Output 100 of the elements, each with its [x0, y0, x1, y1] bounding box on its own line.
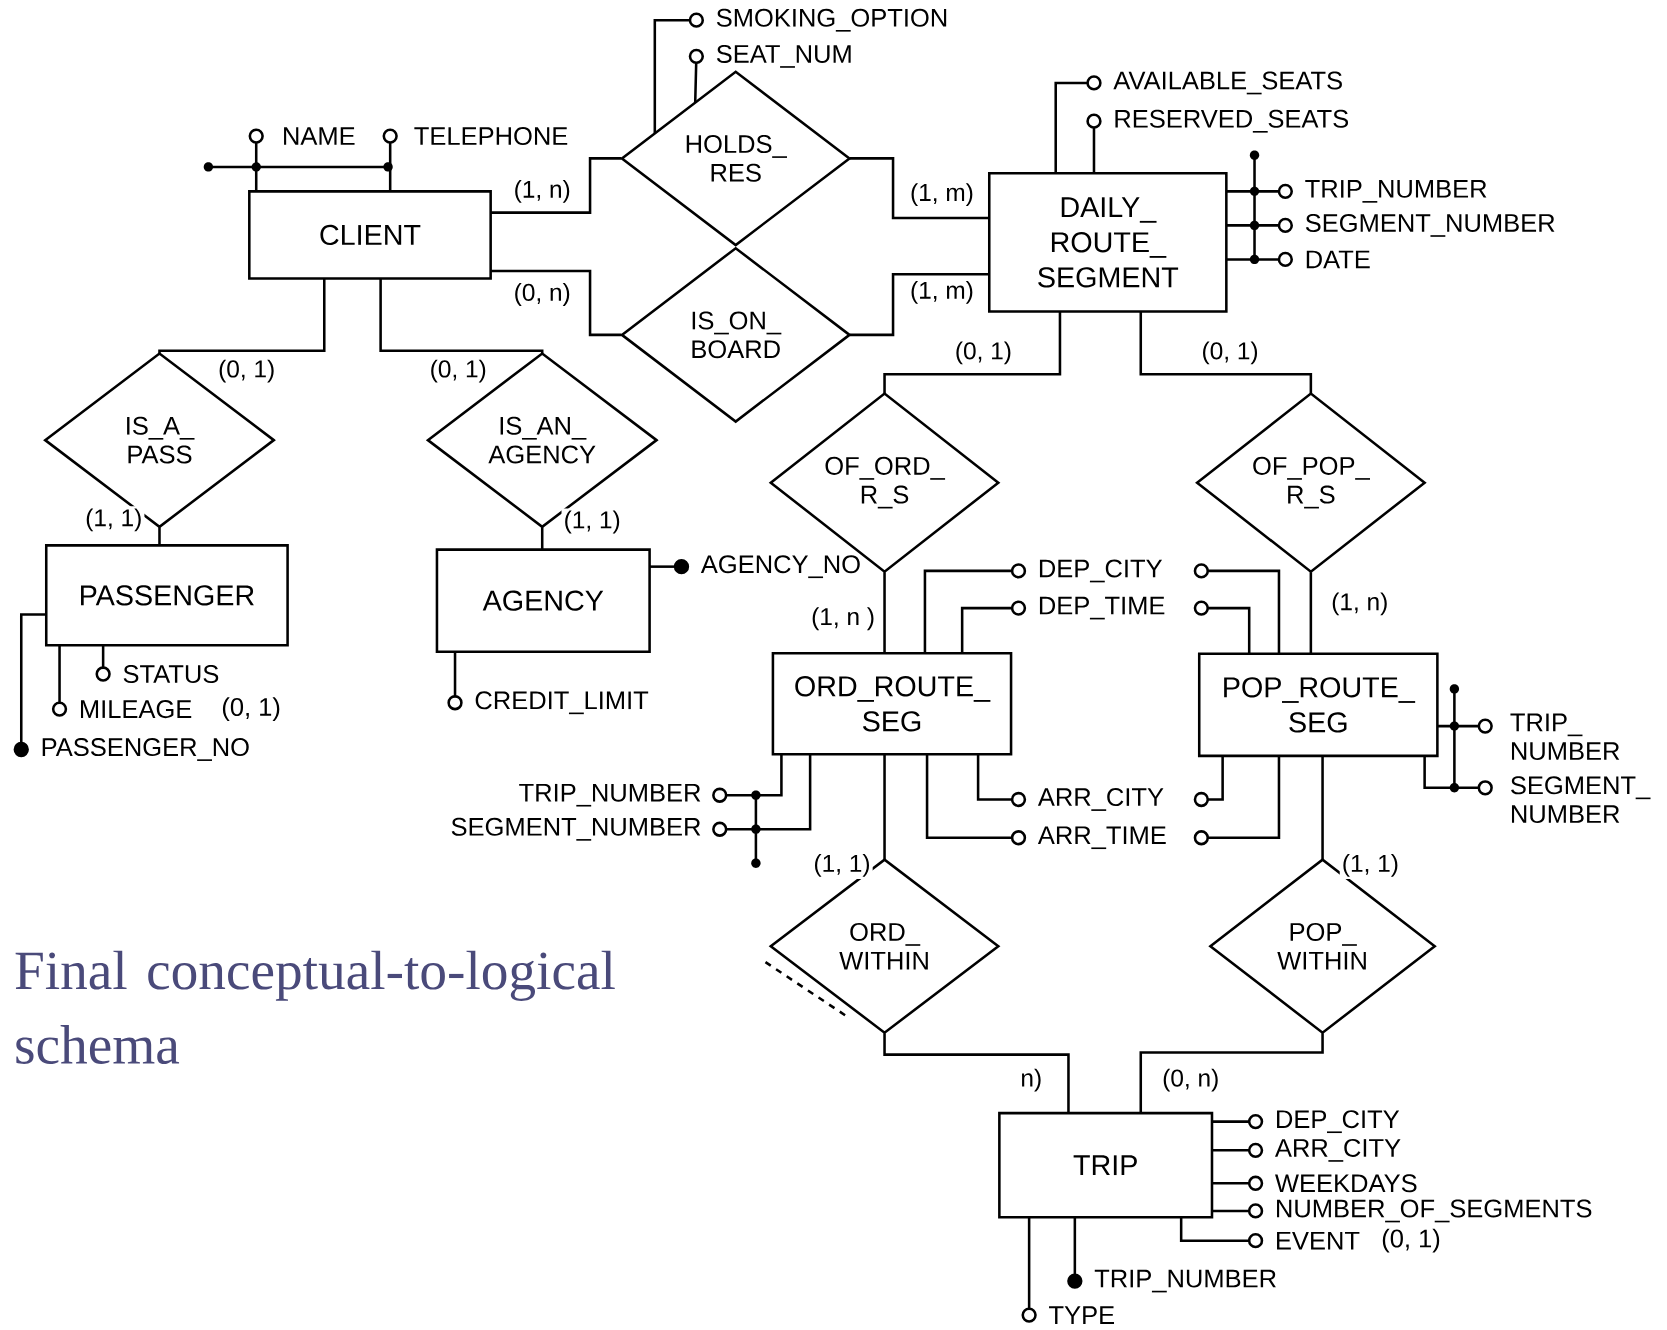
connector-line [158, 527, 161, 546]
connector-line [1207, 606, 1251, 654]
caption: Final conceptual-to-logical schema [15, 950, 615, 1064]
cardinality-label: (1, m) [907, 181, 976, 209]
attribute-name: NAME [284, 127, 355, 145]
cardinality-label: (1, n ) [809, 605, 878, 633]
entity-box: POP_ROUTE_ SEG [1197, 652, 1439, 758]
cardinality-label: n) [1018, 1066, 1045, 1094]
cardinality-label: (1, n) [511, 177, 573, 205]
cardinality-label: (1, 1) [561, 508, 623, 536]
cardinality-label: (0, n) [1160, 1066, 1222, 1094]
attribute-name: TELEPHONE [414, 127, 568, 146]
connector-line [1212, 1120, 1250, 1123]
connector-line [850, 157, 990, 220]
cardinality-label: (1, n) [1329, 590, 1391, 618]
connector-line [1207, 755, 1224, 801]
attribute-name: ARR_TIME [1037, 826, 1166, 850]
entity-box: PASSENGER [44, 544, 289, 647]
attribute-name: TRIP_NUMBER [519, 783, 701, 807]
connector-line [490, 269, 622, 337]
entity-box: AGENCY [435, 548, 651, 653]
entity-box: CLIENT [248, 190, 492, 280]
attribute-name: TRIP_ NUMBER [1510, 713, 1620, 761]
connector-line [1226, 258, 1279, 261]
cardinality-label: (0, 1) [216, 357, 278, 385]
connector-line [379, 278, 544, 353]
connector-line [1423, 755, 1479, 790]
connector-line [388, 142, 392, 192]
connector-line [20, 613, 47, 744]
connector-line [1092, 127, 1096, 174]
cardinality-label: (0, 1) [1199, 339, 1261, 367]
attribute-name: TRIP_NUMBER [1094, 1269, 1276, 1293]
connector-line [726, 754, 783, 797]
attribute-name: SEGMENT_ NUMBER [1511, 776, 1651, 824]
cardinality-label: (0, 1) [427, 357, 489, 385]
connector-line [1179, 1217, 1250, 1242]
connector-line [1309, 572, 1313, 654]
cardinality-label: (1, 1) [83, 506, 145, 534]
connector-line [1212, 1182, 1250, 1185]
connector-line [649, 565, 676, 568]
connector-line [1139, 311, 1313, 394]
entity-box: ORD_ROUTE_ SEG [771, 652, 1013, 756]
connector-line [925, 754, 1013, 840]
connector-line [101, 645, 105, 668]
connector-line [490, 157, 622, 214]
cardinality-label: (1, 1) [811, 851, 873, 879]
attribute-name: AGENCY_NO [700, 555, 860, 579]
connector-line [726, 754, 812, 831]
connector-line [960, 606, 1013, 654]
attribute-name: DEP_CITY [1039, 559, 1163, 583]
connector-line [883, 572, 886, 654]
attribute-name: DEP_TIME [1039, 596, 1165, 620]
attribute-name: SMOKING_OPTION [716, 8, 947, 32]
entity-box: DAILY_ ROUTE_ SEGMENT [988, 172, 1228, 313]
connector-line [1212, 1209, 1250, 1213]
connector-line [653, 18, 690, 134]
cardinality-label: (1, m) [907, 278, 976, 306]
connector-line [1226, 190, 1279, 193]
connector-line [976, 754, 1013, 801]
cardinality-label: (0, 1) [952, 339, 1015, 367]
entity-box: TRIP [998, 1111, 1214, 1219]
attribute-name: AVAILABLE_SEATS [1113, 71, 1342, 95]
connector-line [1207, 755, 1281, 840]
connector-line [1073, 1217, 1077, 1275]
connector-line [883, 754, 886, 860]
cardinality-label: (1, 1) [1339, 851, 1402, 879]
connector-line [923, 569, 1013, 654]
attribute-name: SEAT_NUM [716, 44, 851, 68]
attribute-name: MILEAGE [81, 700, 192, 719]
connector-line [540, 527, 544, 550]
attribute-name: (0, 1) [1382, 1228, 1440, 1253]
connector-line [694, 62, 698, 103]
connector-line [453, 651, 457, 697]
connector-line [1027, 1217, 1031, 1309]
attribute-name: CREDIT_LIMIT [475, 691, 649, 715]
attribute-name: EVENT [1277, 1231, 1360, 1250]
connector-line [1321, 755, 1324, 860]
attribute-name: PASSENGER_NO [42, 738, 249, 761]
attribute-name: RESERVED_SEATS [1115, 109, 1348, 133]
attribute-name: STATUS [123, 665, 219, 684]
connector-line [1054, 81, 1088, 174]
attribute-name: DEP_CITY [1277, 1110, 1400, 1134]
connector-line [850, 273, 990, 337]
connector-line [254, 142, 258, 192]
attribute-name: (0, 1) [222, 697, 280, 721]
attribute-name: WEEKDAYS [1275, 1174, 1417, 1193]
connector-line [883, 1033, 1070, 1114]
connector-line [158, 278, 326, 353]
attribute-name: TYPE [1049, 1306, 1114, 1324]
cardinality-label: (0, n) [511, 281, 573, 308]
connector-line [58, 645, 61, 703]
attribute-name: ARR_CITY [1274, 1138, 1401, 1162]
connector-line [1212, 1149, 1250, 1152]
connector-line [1207, 569, 1281, 654]
attribute-name: DATE [1306, 250, 1370, 269]
attribute-name: TRIP_NUMBER [1305, 180, 1487, 203]
attribute-name: ARR_CITY [1037, 788, 1164, 811]
attribute-name: SEGMENT_NUMBER [1305, 213, 1555, 237]
connector-line [1139, 1033, 1324, 1114]
connector-line [1226, 224, 1279, 227]
